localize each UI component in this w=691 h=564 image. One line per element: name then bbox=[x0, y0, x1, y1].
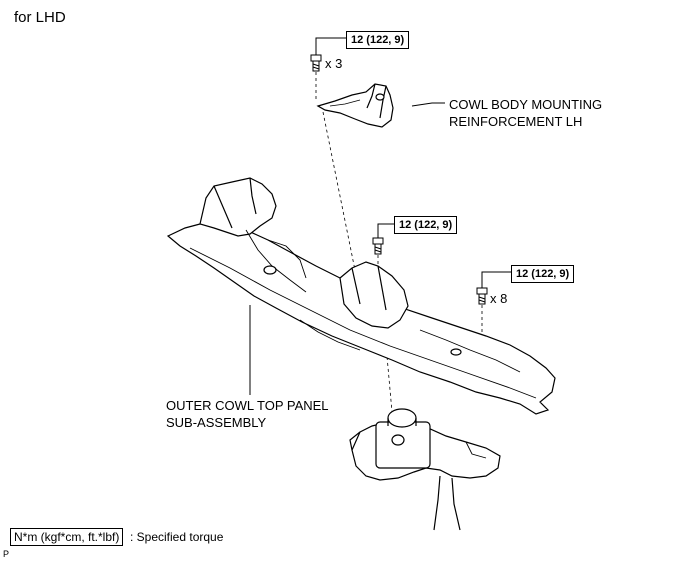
leader-line-right bbox=[481, 271, 511, 288]
figure-code: P bbox=[3, 549, 10, 559]
bolt-icon-mid bbox=[372, 237, 384, 255]
torque-legend-box: N*m (kgf*cm, ft.*lbf) bbox=[10, 528, 124, 546]
dashed-line-reinforcement bbox=[322, 111, 359, 286]
washer-reservoir-assembly bbox=[349, 408, 501, 531]
part-label-reinforcement-line1: COWL BODY MOUNTING bbox=[449, 97, 603, 112]
part-label-panel-line1: OUTER COWL TOP PANEL bbox=[166, 398, 329, 413]
leader-line-mid bbox=[377, 223, 394, 238]
bolt-icon-right bbox=[476, 287, 488, 305]
quantity-label-top: x 3 bbox=[325, 56, 343, 71]
dashed-line-reservoir bbox=[385, 344, 393, 413]
diagram-header: for LHD bbox=[14, 9, 66, 26]
reinforcement-bracket bbox=[316, 83, 394, 128]
torque-spec-top: 12 (122, 9) bbox=[346, 31, 410, 49]
torque-legend-text: : Specified torque bbox=[130, 530, 224, 544]
quantity-label-right: x 8 bbox=[490, 291, 508, 306]
leader-line-reinforcement bbox=[411, 102, 445, 107]
part-label-reinforcement-line2: REINFORCEMENT LH bbox=[449, 114, 583, 129]
torque-spec-right: 12 (122, 9) bbox=[511, 265, 575, 283]
bolt-icon-top bbox=[310, 54, 322, 72]
torque-spec-mid: 12 (122, 9) bbox=[394, 216, 458, 234]
part-label-panel-line2: SUB-ASSEMBLY bbox=[166, 415, 267, 430]
cowl-top-panel bbox=[166, 177, 556, 415]
leader-line-top bbox=[315, 37, 346, 55]
